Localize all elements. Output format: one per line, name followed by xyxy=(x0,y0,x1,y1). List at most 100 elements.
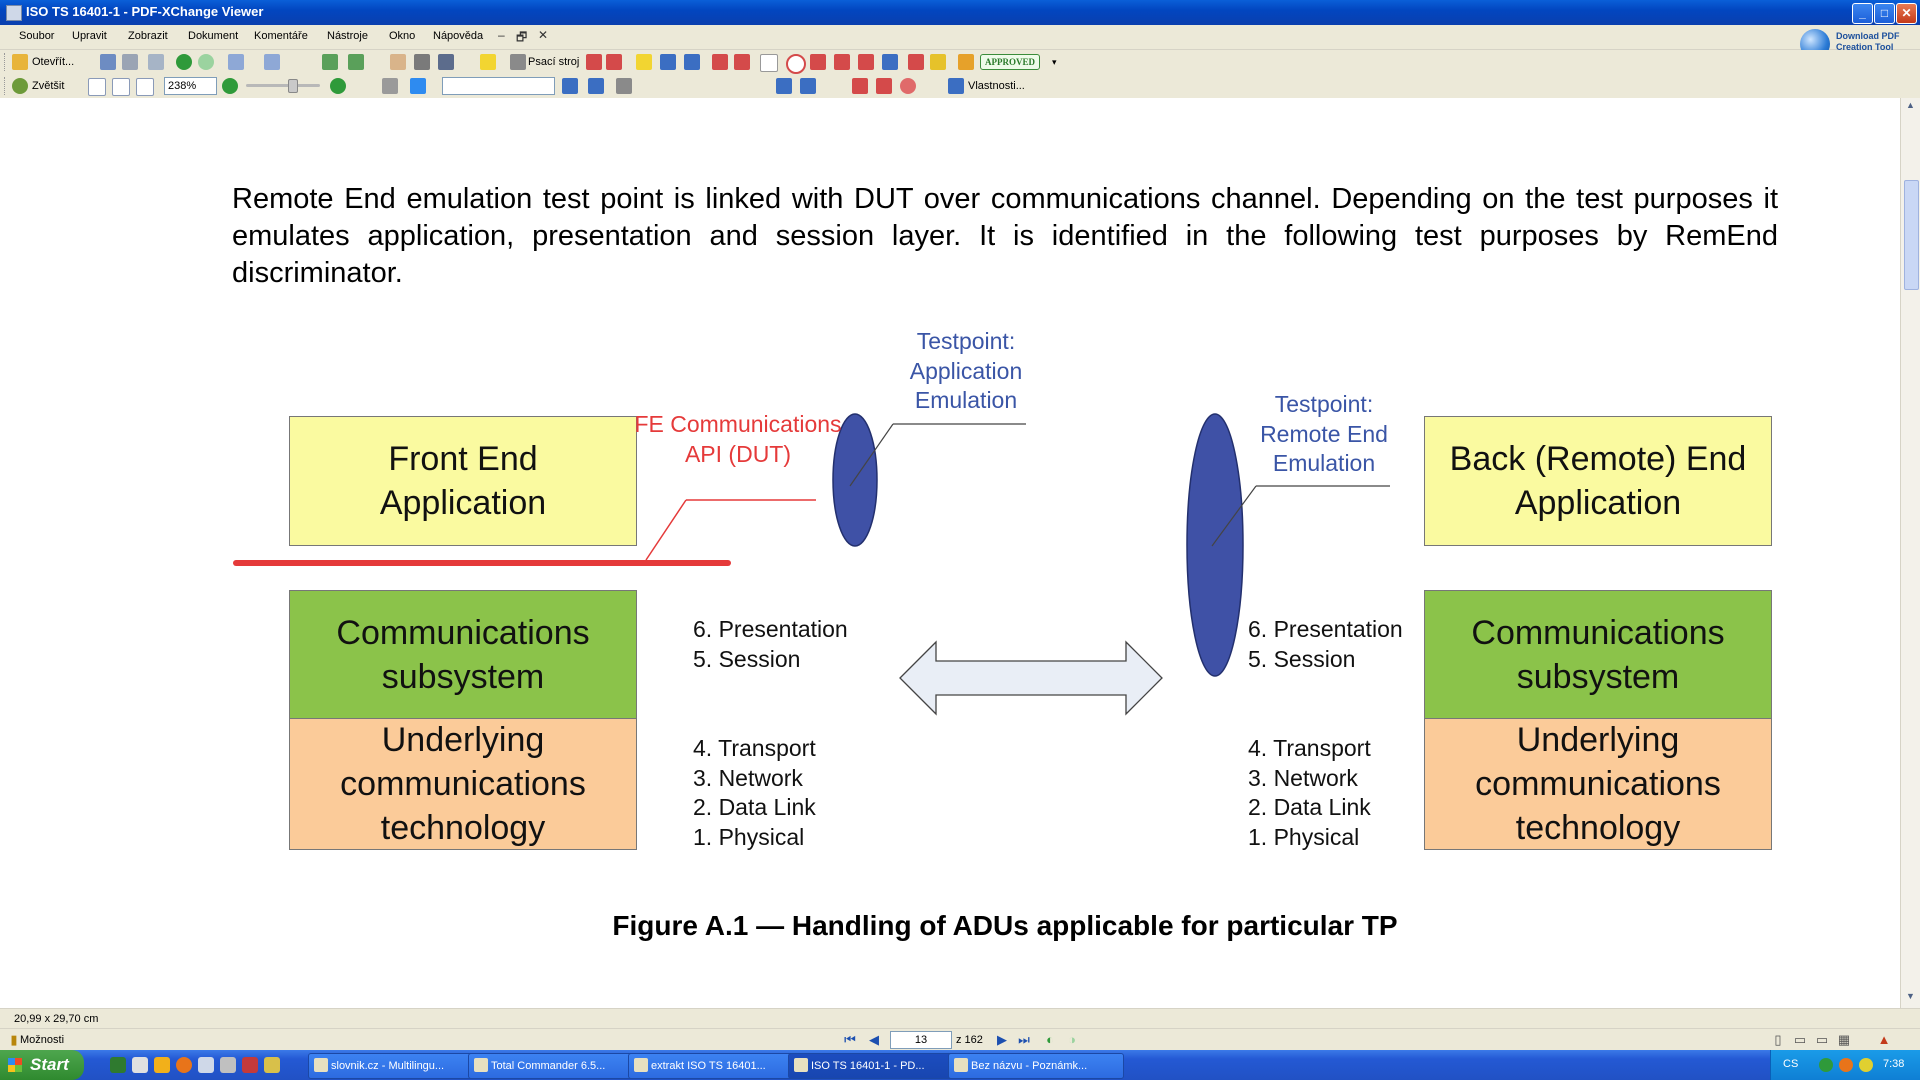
open-folder-icon[interactable] xyxy=(12,54,28,70)
continuous-view-icon[interactable]: ▭ xyxy=(1793,1032,1807,1047)
polyline-icon[interactable] xyxy=(810,54,826,70)
note-icon[interactable] xyxy=(480,54,496,70)
hand-tool-icon[interactable] xyxy=(390,54,406,70)
quicklaunch-pdf-icon[interactable] xyxy=(242,1057,258,1073)
zoom-in-icon[interactable] xyxy=(330,78,346,94)
task-extrakt[interactable]: extrakt ISO TS 16401... xyxy=(628,1053,804,1079)
tray-status-icon[interactable] xyxy=(1859,1058,1873,1072)
language-indicator[interactable]: CS xyxy=(1783,1058,1799,1070)
scrollbar-thumb[interactable] xyxy=(1904,180,1919,290)
quicklaunch-firefox-icon[interactable] xyxy=(176,1057,192,1073)
properties-icon[interactable] xyxy=(948,78,964,94)
previous-page-icon[interactable]: ◀ xyxy=(869,1032,879,1047)
save-icon[interactable] xyxy=(100,54,116,70)
search-options-icon[interactable] xyxy=(562,78,578,94)
nav-back-icon[interactable]: ◐ xyxy=(1046,1032,1054,1047)
textbox-icon[interactable] xyxy=(586,54,602,70)
layers-icon[interactable] xyxy=(800,78,816,94)
measure-icon[interactable] xyxy=(852,78,868,94)
zoom-slider-thumb[interactable] xyxy=(288,79,298,93)
task-pdf-xchange[interactable]: ISO TS 16401-1 - PD... xyxy=(788,1053,964,1079)
maximize-button[interactable]: □ xyxy=(1874,3,1895,24)
document-page[interactable]: Remote End emulation test point is linke… xyxy=(0,98,1900,1008)
callout-icon[interactable] xyxy=(606,54,622,70)
strikeout-icon[interactable] xyxy=(660,54,676,70)
rotate-left-icon[interactable] xyxy=(322,54,338,70)
scroll-up-arrow-icon[interactable]: ▲ xyxy=(1906,100,1915,110)
redo-icon[interactable] xyxy=(264,54,280,70)
highlight-icon[interactable] xyxy=(636,54,652,70)
perimeter-icon[interactable] xyxy=(900,78,916,94)
task-notepad[interactable]: Bez názvu - Poznámk... xyxy=(948,1053,1124,1079)
select-tool-icon[interactable] xyxy=(438,54,454,70)
quicklaunch-notepad-icon[interactable] xyxy=(132,1057,148,1073)
quicklaunch-document-icon[interactable] xyxy=(198,1057,214,1073)
scroll-down-arrow-icon[interactable]: ▼ xyxy=(1906,991,1915,1001)
line-icon[interactable] xyxy=(734,54,750,70)
find-icon[interactable] xyxy=(382,78,398,94)
options-icon[interactable]: ▮ xyxy=(10,1032,18,1047)
polygon-icon[interactable] xyxy=(834,54,850,70)
clock[interactable]: 7:38 xyxy=(1883,1058,1905,1070)
menu-okno[interactable]: Okno xyxy=(389,30,416,42)
open-button[interactable]: Otevřít... xyxy=(32,56,75,68)
menu-soubor[interactable]: Soubor xyxy=(19,30,55,42)
page-number-input[interactable]: 13 xyxy=(890,1031,952,1049)
toolbar-grip[interactable] xyxy=(4,53,8,71)
cloud-icon[interactable] xyxy=(858,54,874,70)
quicklaunch-opera-icon[interactable] xyxy=(154,1057,170,1073)
facing-view-icon[interactable]: ▭ xyxy=(1815,1032,1829,1047)
stamp-icon[interactable] xyxy=(958,54,974,70)
close-button[interactable]: ✕ xyxy=(1896,3,1917,24)
tray-app-icon[interactable] xyxy=(1839,1058,1853,1072)
menu-komentare[interactable]: Komentáře xyxy=(254,30,308,42)
task-slovnik[interactable]: slovnik.cz - Multilingu... xyxy=(308,1053,484,1079)
mdi-restore-button[interactable]: 🗗 xyxy=(516,30,528,44)
menu-nastroje[interactable]: Nástroje xyxy=(327,30,368,42)
snapshot-icon[interactable] xyxy=(414,54,430,70)
pencil-icon[interactable] xyxy=(908,54,924,70)
zoom-out-icon[interactable] xyxy=(222,78,238,94)
zoom-slider[interactable] xyxy=(246,84,320,87)
email-icon[interactable] xyxy=(148,54,164,70)
undo-icon[interactable] xyxy=(228,54,244,70)
tray-network-icon[interactable] xyxy=(1819,1058,1833,1072)
web-search-icon[interactable] xyxy=(410,78,426,94)
continuous-facing-view-icon[interactable]: ▦ xyxy=(1837,1032,1851,1047)
stamp-dropdown-arrow-icon[interactable]: ▾ xyxy=(1052,57,1057,67)
minimize-button[interactable]: _ xyxy=(1852,3,1873,24)
area-icon[interactable] xyxy=(876,78,892,94)
menu-napoveda[interactable]: Nápověda xyxy=(433,30,484,42)
typewriter-icon[interactable] xyxy=(510,54,526,70)
mdi-close-button[interactable]: ✕ xyxy=(538,28,549,42)
underline-icon[interactable] xyxy=(684,54,700,70)
typewriter-button[interactable]: Psací stroj xyxy=(528,56,580,68)
quicklaunch-misc-icon[interactable] xyxy=(264,1057,280,1073)
next-page-icon[interactable]: ▶ xyxy=(997,1032,1007,1047)
menu-dokument[interactable]: Dokument xyxy=(188,30,239,42)
search-input[interactable] xyxy=(442,77,555,95)
stamp-approved-selector[interactable]: APPROVED xyxy=(980,54,1040,70)
zoom-in-tool-icon[interactable] xyxy=(12,78,28,94)
rectangle-icon[interactable] xyxy=(760,54,778,72)
search-settings-icon[interactable] xyxy=(616,78,632,94)
fit-width-icon[interactable] xyxy=(136,78,154,96)
vertical-scrollbar[interactable]: ▲ ▼ xyxy=(1900,98,1920,1008)
nav-forward-icon[interactable]: ◑ xyxy=(1068,1032,1076,1047)
properties-button[interactable]: Vlastnosti... xyxy=(968,80,1025,92)
forward-icon[interactable] xyxy=(198,54,214,70)
menu-upravit[interactable]: Upravit xyxy=(72,30,107,42)
title-bar[interactable]: ISO TS 16401-1 - PDF-XChange Viewer _ □ … xyxy=(0,0,1920,25)
options-button[interactable]: Možnosti xyxy=(20,1034,65,1046)
page-view-icon[interactable] xyxy=(776,78,792,94)
mdi-minimize-button[interactable]: – xyxy=(498,28,505,42)
start-button[interactable]: Start xyxy=(0,1050,84,1080)
single-page-view-icon[interactable]: ▯ xyxy=(1774,1032,1782,1047)
pin-icon[interactable] xyxy=(882,54,898,70)
zoom-level-select[interactable]: 238% xyxy=(164,77,217,95)
actual-size-icon[interactable] xyxy=(88,78,106,96)
toolbar-grip[interactable] xyxy=(4,77,8,95)
quicklaunch-usb-icon[interactable] xyxy=(220,1057,236,1073)
menu-zobrazit[interactable]: Zobrazit xyxy=(128,30,168,42)
oval-icon[interactable] xyxy=(786,54,806,74)
